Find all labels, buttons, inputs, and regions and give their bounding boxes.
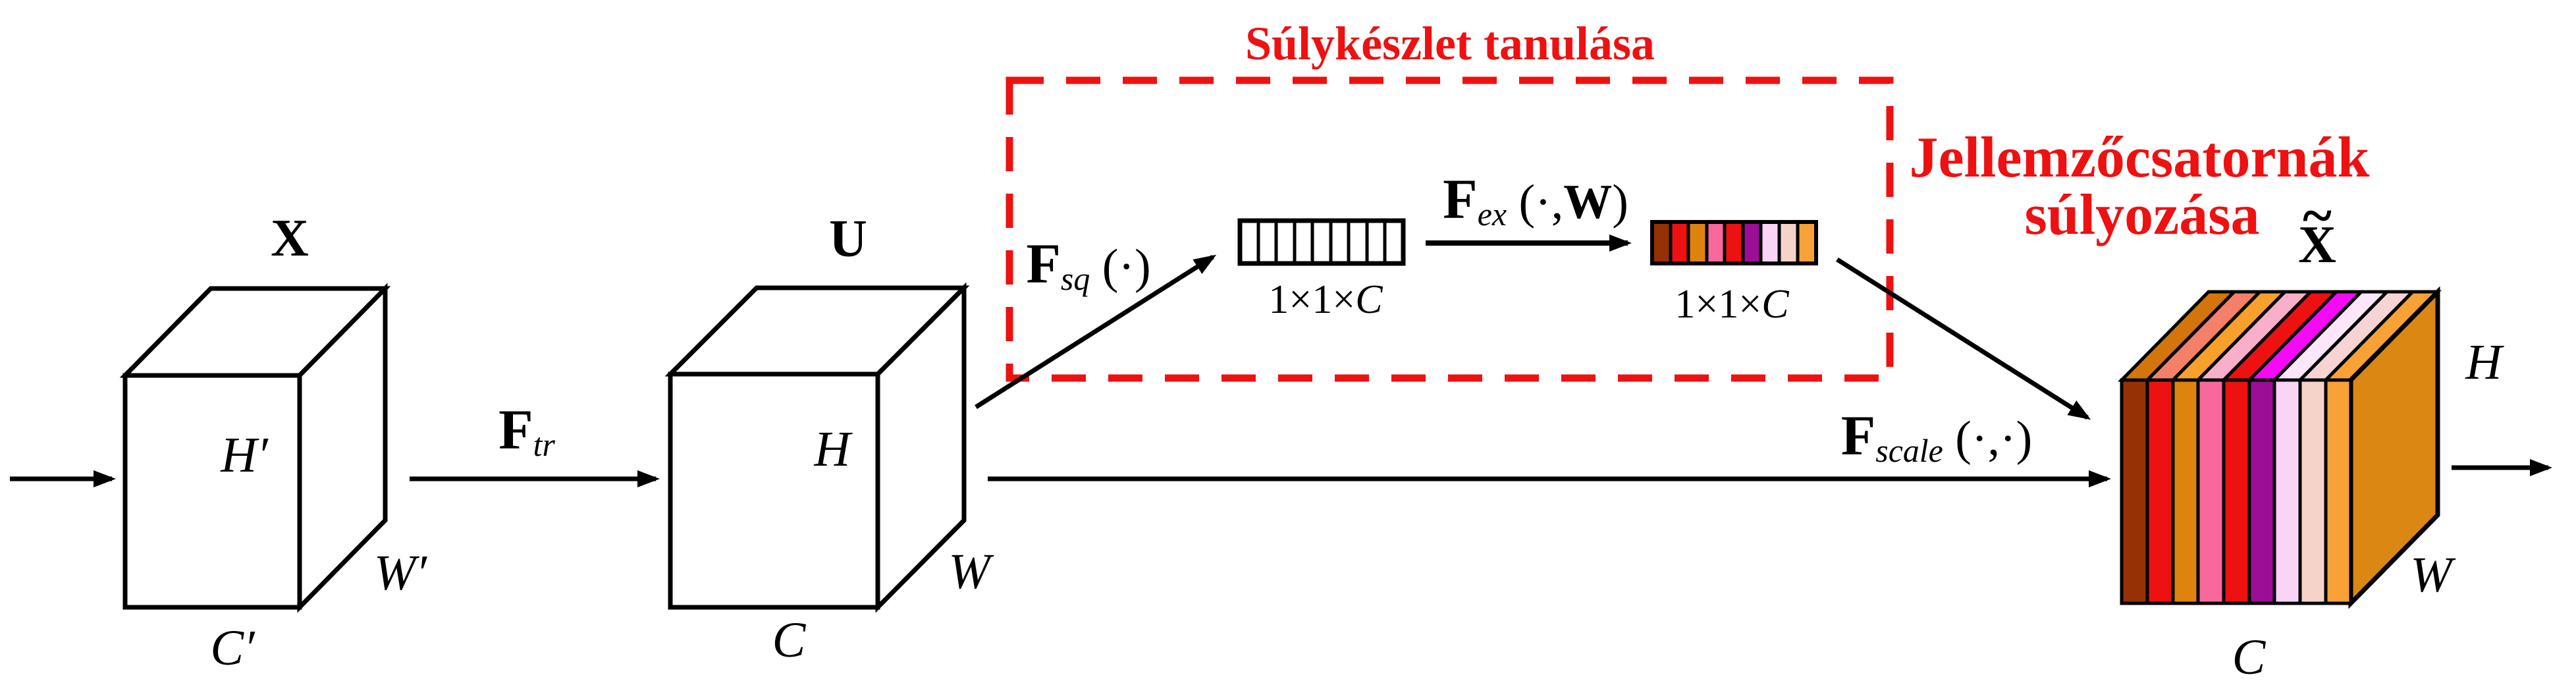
output-channels-label: C [2232, 630, 2266, 685]
squeezed-cell [1293, 219, 1314, 265]
output-width-label: W [2410, 547, 2452, 603]
squeezed-dims-c: C [1355, 277, 1383, 322]
output-front-stripe [2120, 378, 2149, 605]
squeezed-dims-label: 1×1×C [1268, 279, 1382, 320]
output-front-stripe [2298, 378, 2328, 605]
channel-weighting-title-line1: Jellemzőcsatornák [1909, 126, 2370, 190]
squeezed-cell [1365, 219, 1387, 265]
ftr-symbol: F [498, 398, 533, 462]
excitation-cell [1796, 220, 1818, 265]
fex-symbol: F [1443, 167, 1478, 231]
feature-width-label: W [948, 544, 990, 599]
output-front-stripe [2145, 378, 2175, 605]
output-tensor-label: X [2298, 216, 2336, 274]
squeezed-cell [1383, 219, 1405, 265]
output-front-stripe [2247, 378, 2276, 605]
op-ftr-label: Ftr [498, 401, 555, 462]
input-cube-front-face [122, 373, 302, 610]
input-tensor-cube [119, 283, 391, 613]
excitation-cell [1723, 220, 1745, 265]
squeezed-cell [1256, 219, 1278, 265]
excitation-cell [1759, 220, 1781, 265]
squeezed-cell [1347, 219, 1369, 265]
excitation-dims-prefix: 1×1× [1675, 282, 1762, 327]
input-height-label: H′ [221, 427, 268, 483]
excitation-cell [1650, 220, 1673, 265]
squeezed-vector [1237, 218, 1406, 266]
squeezed-cell [1238, 219, 1260, 265]
output-tensor-cube [2118, 286, 2442, 609]
feature-height-label: H [814, 422, 851, 477]
excitation-vector-outline [1650, 220, 1818, 265]
excitation-cell [1705, 220, 1727, 265]
fex-subscript: ex [1477, 196, 1507, 233]
output-front-stripe [2222, 378, 2251, 605]
fscale-subscript: scale [1875, 433, 1943, 470]
fex-args-close: ) [1612, 175, 1628, 229]
fex-args-open: (·, [1507, 175, 1564, 229]
op-fex-label: Fex (·,W) [1443, 171, 1628, 231]
ftr-subscript: tr [533, 427, 555, 464]
squeezed-dims-prefix: 1×1× [1268, 277, 1356, 322]
feature-tensor-cube [664, 282, 970, 613]
excitation-cell [1686, 220, 1709, 265]
input-tensor-label: X [271, 209, 309, 267]
output-front-stripe [2272, 378, 2302, 605]
fscale-args: (·,·) [1943, 411, 2033, 466]
feature-tensor-label: U [829, 210, 867, 268]
fex-weight-symbol: W [1563, 175, 1613, 229]
excitation-cell [1741, 220, 1763, 265]
excitation-dims-label: 1×1×C [1675, 284, 1788, 325]
feature-channels-label: C [772, 613, 806, 668]
feature-cube-front-face [668, 371, 880, 610]
output-tensor-tilde: ~ [2303, 185, 2332, 246]
fsq-args: (·) [1090, 239, 1151, 294]
weight-learning-dashed-box [1006, 76, 1894, 382]
fsq-diagonal-arrow [975, 254, 1217, 409]
squeezed-vector-outline [1237, 218, 1406, 266]
channel-weighting-title-line2: súlyozása [2024, 183, 2260, 247]
fscale-symbol: F [1840, 404, 1876, 468]
excitation-to-output-arrow [1836, 258, 2091, 420]
output-front-stripe [2324, 378, 2353, 605]
excitation-dims-c: C [1761, 282, 1789, 327]
weight-learning-title: Súlykészlet tanulása [1245, 17, 1655, 70]
excitation-cell [1777, 220, 1800, 265]
output-front-stripe [2171, 378, 2200, 605]
input-width-label: W′ [374, 545, 427, 601]
fsq-subscript: sq [1060, 261, 1090, 298]
squeezed-cell [1274, 219, 1297, 265]
excitation-cell [1669, 220, 1690, 265]
squeezed-cell [1329, 219, 1351, 265]
input-channels-label: C′ [210, 620, 255, 676]
op-fsq-label: Fsq (·) [1026, 235, 1150, 296]
output-height-label: H [2465, 335, 2502, 390]
output-front-stripe [2196, 378, 2226, 605]
op-fscale-label: Fscale (·,·) [1841, 407, 2033, 468]
excitation-vector [1650, 220, 1818, 265]
squeezed-cell [1310, 219, 1333, 265]
fsq-symbol: F [1026, 232, 1061, 296]
